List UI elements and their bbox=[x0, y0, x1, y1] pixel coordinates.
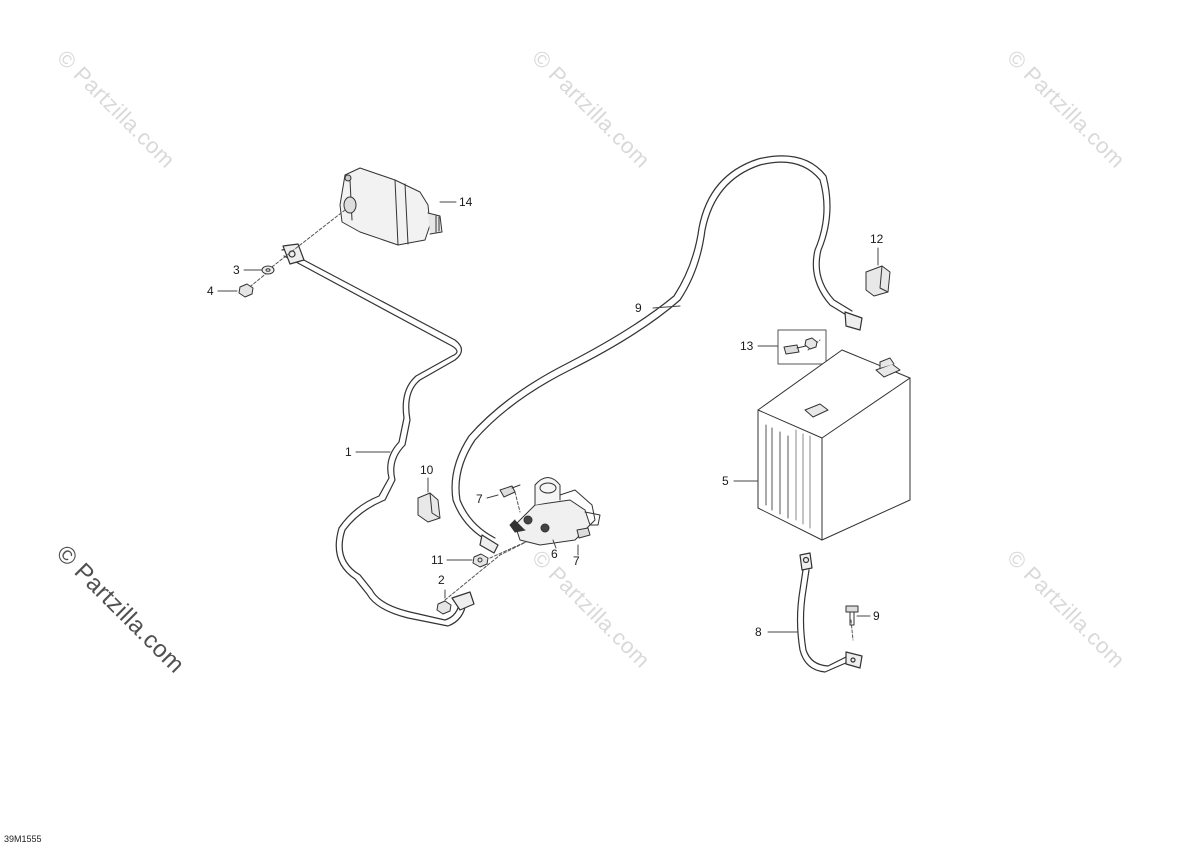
callout-12[interactable]: 11 bbox=[431, 553, 444, 567]
starter-motor bbox=[339, 167, 443, 246]
bolt-7a bbox=[499, 484, 521, 498]
boot-11 bbox=[417, 492, 441, 523]
boot-13 bbox=[865, 265, 891, 297]
callout-10[interactable]: 9 bbox=[635, 301, 642, 315]
callout-11[interactable]: 10 bbox=[420, 463, 434, 477]
callout-2[interactable]: 2 bbox=[438, 573, 445, 587]
callout-4[interactable]: 4 bbox=[207, 284, 214, 298]
bolt-9 bbox=[845, 605, 859, 626]
cable-1 bbox=[281, 243, 475, 627]
bolt-kit-14 bbox=[777, 329, 827, 365]
cable-10 bbox=[451, 155, 863, 554]
callout-7b[interactable]: 7 bbox=[573, 554, 580, 568]
callout-5[interactable]: 5 bbox=[722, 474, 729, 488]
battery bbox=[757, 349, 911, 541]
washer-3 bbox=[261, 265, 275, 275]
cable-8 bbox=[796, 552, 863, 673]
callout-7a[interactable]: 7 bbox=[476, 492, 483, 506]
callout-13[interactable]: 12 bbox=[870, 232, 884, 246]
callout-14[interactable]: 13 bbox=[740, 339, 754, 353]
nut-4 bbox=[238, 283, 254, 298]
diagram-code: 39M1555 bbox=[4, 834, 42, 844]
nut-2 bbox=[436, 600, 452, 615]
bolt-7b bbox=[576, 527, 591, 539]
nut-12 bbox=[472, 553, 489, 568]
solenoid bbox=[509, 477, 601, 546]
callout-3[interactable]: 3 bbox=[233, 263, 240, 277]
callout-9[interactable]: 9 bbox=[873, 609, 880, 623]
callout-15[interactable]: 14 bbox=[459, 195, 473, 209]
callout-1[interactable]: 1 bbox=[345, 445, 352, 459]
callout-8[interactable]: 8 bbox=[755, 625, 762, 639]
callout-6[interactable]: 6 bbox=[551, 547, 558, 561]
